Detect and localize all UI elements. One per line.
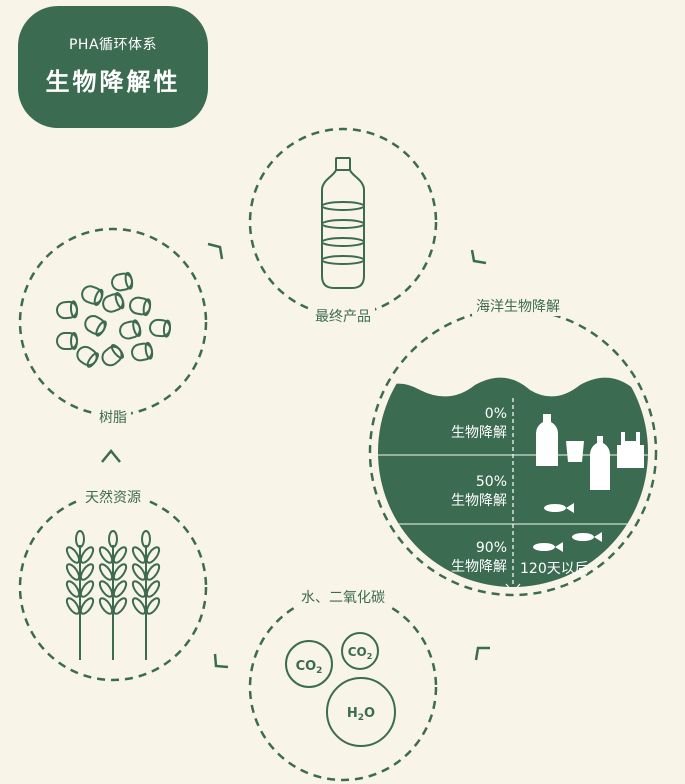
resin-pellets-icon — [56, 271, 172, 368]
molecules-icon — [285, 632, 396, 747]
co2-right-label: CO2 — [348, 645, 373, 661]
ocean-row-0-percent: 0% — [484, 406, 507, 422]
label-marine: 海洋生物降解 — [472, 296, 564, 316]
ocean-time-note: 120天以后 — [520, 561, 589, 577]
label-water-co2: 水、二氧化碳 — [297, 587, 389, 607]
badge-title: 生物降解性 — [45, 68, 181, 96]
arrow-resin-to-product — [207, 242, 224, 260]
ocean-row-0-label: 生物降解 — [451, 425, 507, 441]
arrow-water-to-natural — [213, 653, 229, 669]
label-natural: 天然资源 — [81, 487, 145, 507]
node-water-co2-circle — [248, 592, 438, 782]
plastic-bag-icon — [617, 432, 644, 468]
ocean-row-1-label: 生物降解 — [451, 493, 507, 509]
bottle-large-icon — [536, 414, 558, 466]
label-resin: 树脂 — [95, 407, 131, 427]
arrow-product-to-marine — [470, 249, 487, 265]
bottle-icon — [321, 157, 365, 289]
ocean-row-1: 50% 生物降解 — [451, 473, 507, 511]
ocean-row-0: 0% 生物降解 — [451, 405, 507, 443]
ocean-panel — [378, 377, 648, 587]
badge-subtitle: PHA循环体系 — [68, 37, 158, 53]
ocean-row-2: 90% 生物降解 — [451, 539, 507, 577]
arrow-natural-to-resin — [101, 449, 121, 463]
arrow-marine-to-water — [474, 646, 490, 661]
cup-icon — [566, 441, 584, 462]
ocean-row-2-percent: 90% — [475, 540, 507, 556]
h2o-label: H2O — [347, 706, 375, 723]
label-final-product: 最终产品 — [311, 306, 375, 326]
co2-left-label: CO2 — [296, 659, 323, 676]
fish-icons — [533, 503, 602, 552]
wheat-icon — [63, 530, 163, 661]
header-badge: PHA循环体系 生物降解性 — [18, 6, 208, 128]
ocean-row-2-label: 生物降解 — [451, 559, 507, 575]
node-resin-circle — [18, 227, 208, 417]
bottle-small-icon — [590, 436, 610, 490]
ocean-row-1-percent: 50% — [475, 474, 507, 490]
